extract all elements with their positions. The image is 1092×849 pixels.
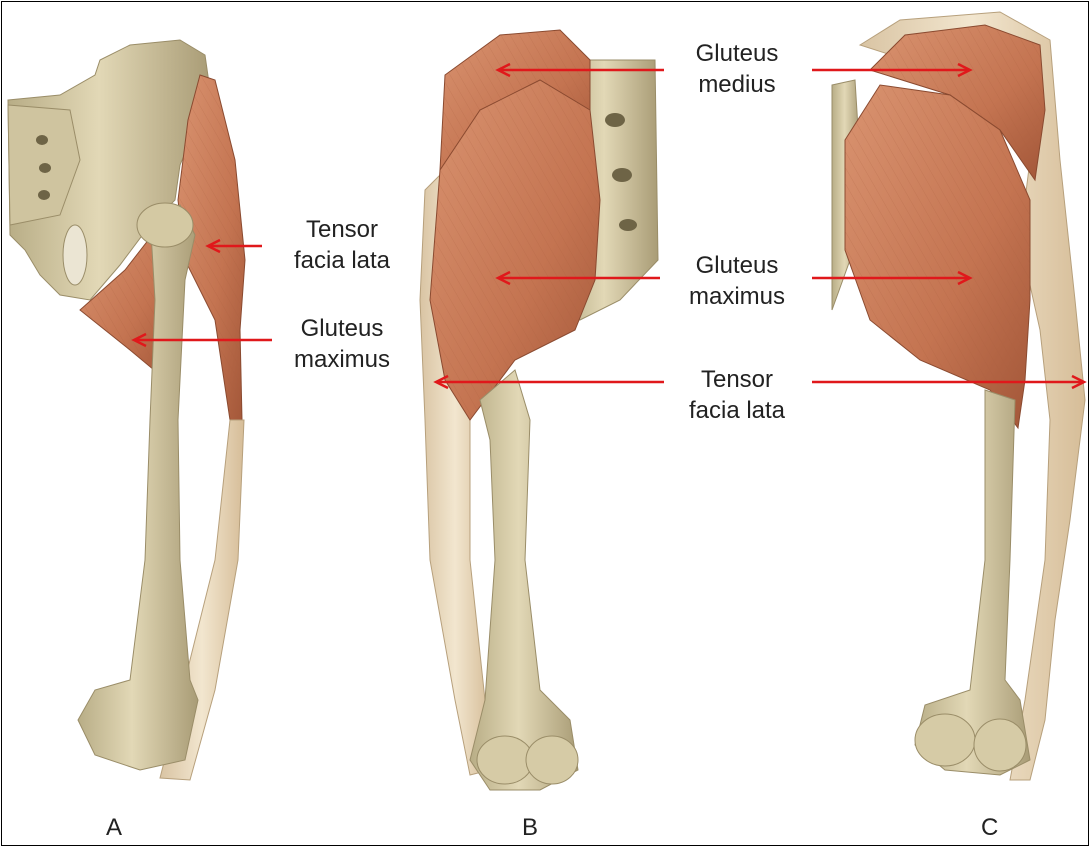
- panel-a-illustration: [8, 40, 245, 780]
- panel-b-femur: [470, 370, 578, 790]
- panel-c-illustration: [832, 12, 1085, 780]
- panel-label-c: C: [981, 814, 998, 842]
- panel-b-illustration: [420, 30, 658, 790]
- panel-label-b: B: [522, 814, 538, 842]
- panel-label-a: A: [106, 814, 122, 842]
